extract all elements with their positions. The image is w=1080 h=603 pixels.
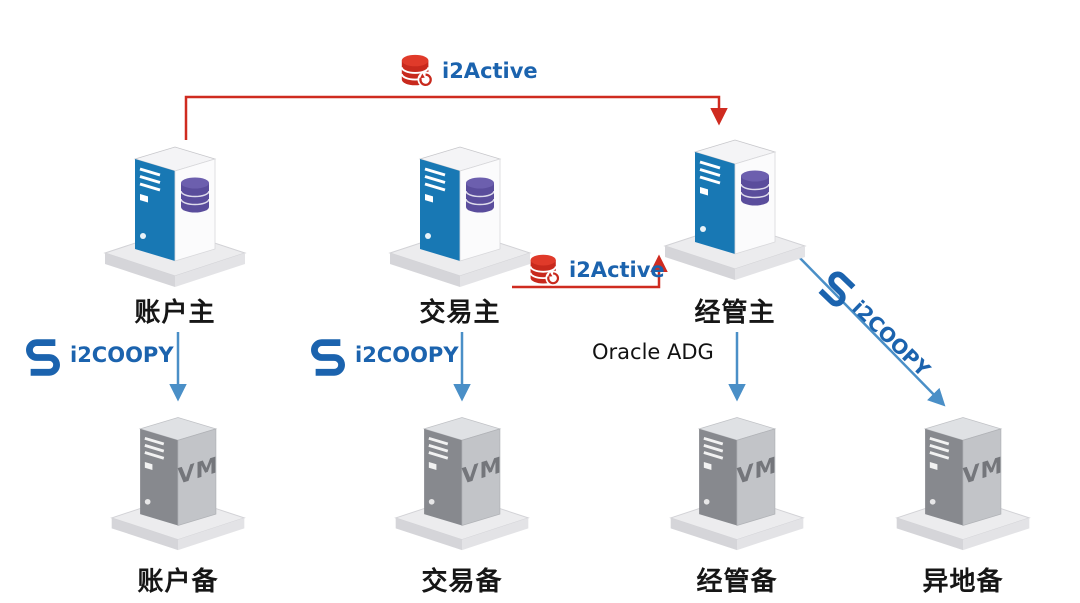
label-trade-backup: 交易备 — [421, 567, 503, 597]
i2coopy-mid-text: i2COOPY — [355, 343, 459, 367]
i2active-db-icon — [398, 52, 436, 90]
i2active-mid-label: i2Active — [527, 252, 665, 288]
i2coopy-mid-label: i2COOPY — [307, 334, 459, 376]
label-offsite-backup: 异地备 — [922, 567, 1004, 597]
i2active-db-icon — [527, 252, 563, 288]
oracle-adg-label: Oracle ADG — [592, 340, 714, 364]
label-account-backup: 账户备 — [137, 567, 219, 597]
server-management-primary — [640, 126, 830, 286]
i2coopy-diagonal-text: i2COOPY — [847, 295, 935, 382]
label-account-primary: 账户主 — [134, 298, 216, 328]
i2coopy-icon — [307, 334, 349, 376]
label-trade-primary: 交易主 — [419, 298, 501, 328]
label-management-backup: 经管备 — [696, 567, 778, 597]
i2coopy-left-label: i2COOPY — [22, 334, 174, 376]
i2active-top-label: i2Active — [398, 52, 538, 90]
i2active-top-text: i2Active — [442, 59, 538, 83]
i2coopy-icon — [22, 334, 64, 376]
i2active-mid-text: i2Active — [569, 258, 665, 282]
label-management-primary: 经管主 — [694, 298, 776, 328]
oracle-adg-text: Oracle ADG — [592, 340, 714, 364]
server-account-primary — [80, 133, 270, 293]
i2coopy-left-text: i2COOPY — [70, 343, 174, 367]
i2coopy-diagonal-label: i2COOPY — [813, 262, 939, 386]
